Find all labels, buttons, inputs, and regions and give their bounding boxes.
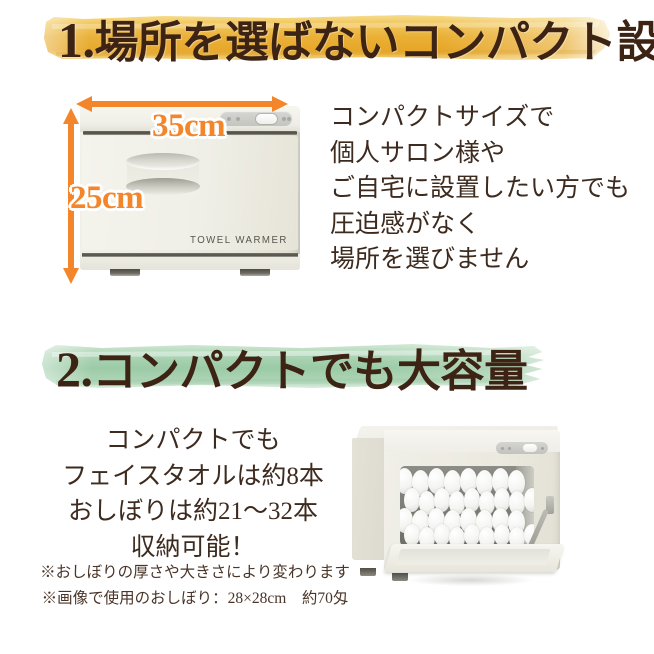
rolled-towel [449,491,465,515]
towel-warmer-closed-illustration: TOWEL WARMER [80,106,300,276]
section-2-title: コンパクトでも大容量 [92,347,529,396]
indicator-led [236,116,240,121]
door-hinge [546,496,554,514]
indicator-led [541,446,544,450]
rolled-towel [419,527,435,546]
copy-line: コンパクトサイズで [330,104,555,131]
rolled-towel [492,468,509,494]
brand-label: TOWEL WARMER [190,234,288,246]
section-1-heading: 1.場所を選ばないコンパクト設計 [44,8,654,70]
rolled-towel [404,488,420,512]
section-2-number: 2. [56,341,93,397]
rolled-towel [428,468,445,494]
unit-base-seam [82,253,298,257]
rolled-towel [494,488,510,512]
green-brush-stroke-icon [42,344,544,388]
indicator-led [508,446,511,450]
section-1-title: 場所を選ばないコンパクト設計 [94,18,654,67]
unit-foot [360,568,376,576]
power-button [256,113,277,124]
height-dimension-arrow-icon [63,108,79,284]
rolled-towel [509,491,525,515]
rolled-towel [464,524,480,546]
door-handle-lower-lip [126,178,200,195]
section-2-heading: 2.コンパクトでも大容量 [42,338,587,396]
width-dimension-arrow-icon [76,96,288,112]
unit-door [82,136,298,250]
copy-line: コンパクトでも [105,427,281,454]
section-1-heading-text: 1.場所を選ばないコンパクト設計 [58,15,654,65]
copy-line: 個人サロン様や [330,139,506,167]
open-door-panel [383,544,565,572]
product-photo-closed-unit: TOWEL WARMER [52,88,322,293]
unit-top-seam [83,131,297,135]
section-2-footnotes: ※おしぼりの厚さや大きさにより変わります ※画像で使用のおしぼり：28×28cm… [40,560,350,611]
unit-foot [240,269,270,276]
rolled-towel [476,470,493,496]
indicator-led [287,116,291,121]
rolled-towel [494,524,510,546]
indicator-led [501,446,504,450]
copy-line: ご自宅に設置したい方でも [330,175,631,202]
rolled-towel [434,488,450,512]
unit-interior-cavity [400,466,534,546]
rolled-towel [460,468,477,494]
footnote-line: ※画像で使用のおしぼり：28×28cm 約70匁 [41,589,349,607]
copy-line: フェイスタオルは約8本 [62,462,324,490]
rolled-towel [524,488,534,512]
section-2-copy: コンパクトでも フェイスタオルは約8本 おしぼりは約21〜32本 収納可能！ [40,423,346,565]
unit-foot [392,573,408,581]
rolled-towel [479,491,495,515]
copy-line: 圧迫感がなく [330,210,481,238]
indicator-led [282,116,286,121]
width-dimension-label: 35cm [152,108,226,144]
unit-base [80,254,300,270]
copy-line: おしぼりは約21〜32本 [67,498,318,525]
control-panel [220,111,292,126]
product-photo-open-unit [348,418,644,610]
control-panel [496,442,548,454]
rolled-towel [508,470,525,496]
door-handle-upper-lip [126,153,200,170]
rolled-towel [400,468,413,494]
rolled-towel [464,488,480,512]
rolled-towels-stack [400,466,534,546]
height-dimension-label: 25cm [70,180,144,216]
power-button [523,444,537,452]
section-2-heading-text: 2.コンパクトでも大容量 [56,344,528,394]
rolled-towel [434,524,450,546]
indicator-led [227,116,231,121]
unit-foot [110,269,140,276]
rolled-towel [509,527,525,546]
rolled-towel [444,470,461,496]
section-1-number: 1. [58,12,95,68]
copy-line: 場所を選びません [330,246,530,273]
section-1-copy: コンパクトサイズで 個人サロン様や ご自宅に設置したい方でも 圧迫感がなく 場所… [330,100,630,278]
copy-line: 収納可能！ [130,533,256,561]
door-inner-face [395,549,551,565]
rolled-towel [524,524,534,546]
footnote-line: ※おしぼりの厚さや大きさにより変わります [40,564,350,581]
gold-brush-stroke-icon [44,15,610,60]
rolled-towel [479,527,495,546]
rolled-towel [404,524,420,546]
drop-shadow [408,574,532,586]
rolled-towel [449,527,465,546]
